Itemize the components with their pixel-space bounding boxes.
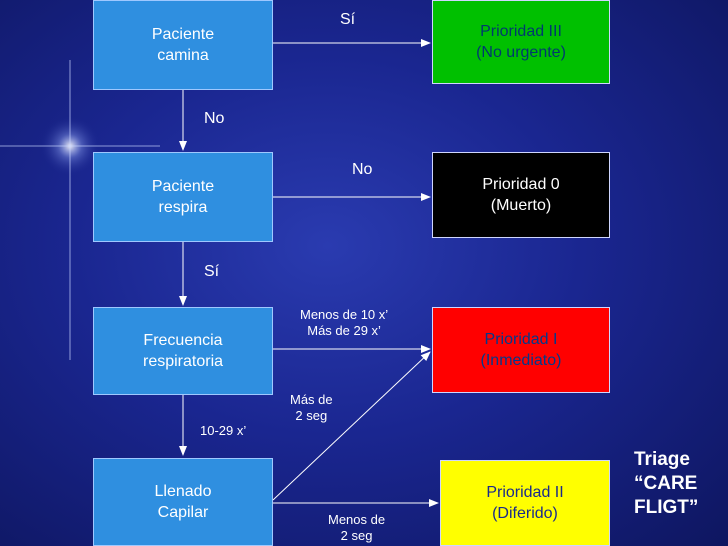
label-breathes-no: No [352,161,373,178]
node-paciente-respira: Paciente respira [93,152,273,242]
node-llenado-capilar: Llenado Capilar [93,458,273,546]
label-refill-slow: Más de 2 seg [290,392,333,423]
outcome-prioridad-iii: Prioridad III (No urgente) [432,0,610,84]
label-refill-fast: Menos de 2 seg [328,512,386,543]
outcome-prioridad-0: Prioridad 0 (Muerto) [432,152,610,238]
arrow-refill-to-p1 [272,351,431,501]
label-breathes-yes: Sí [204,263,220,280]
triage-title: Triage “CARE FLIGT” [634,449,699,518]
label-rate-abnormal: Menos de 10 x’ Más de 29 x’ [300,307,389,338]
node-frecuencia-respiratoria: Frecuencia respiratoria [93,307,273,395]
node-paciente-camina: Paciente camina [93,0,273,90]
light-flare-decoration [0,60,160,360]
label-walks-yes: Sí [340,11,356,28]
outcome-prioridad-i: Prioridad I (Inmediato) [432,307,610,393]
outcome-prioridad-ii: Prioridad II (Diferido) [440,460,610,546]
label-rate-normal: 10-29 x’ [200,423,247,438]
label-walks-no: No [204,110,225,127]
